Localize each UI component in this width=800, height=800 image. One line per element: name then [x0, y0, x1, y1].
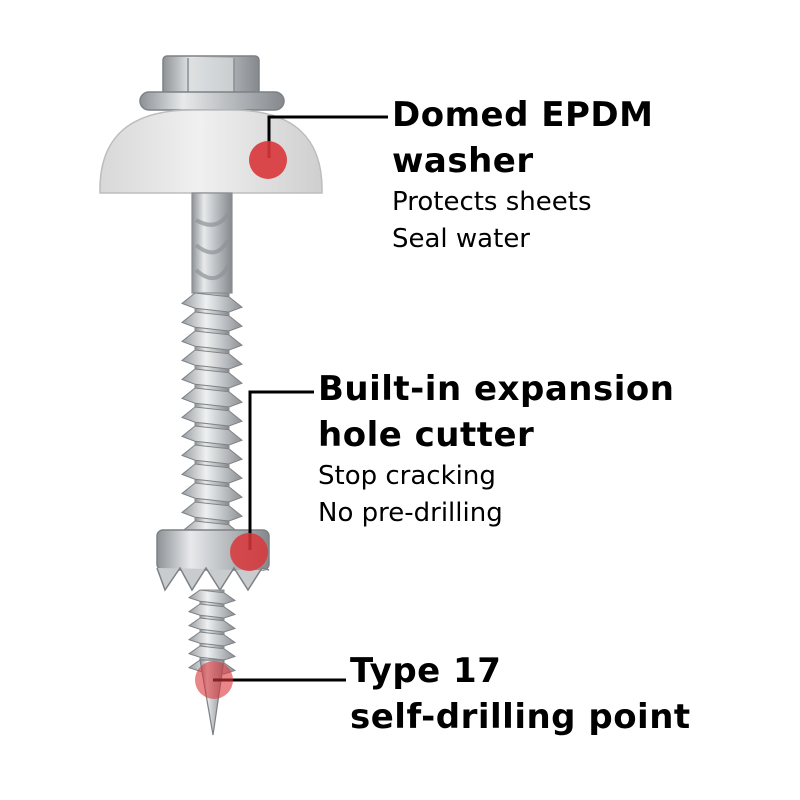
washer-sub-line1: Protects sheets [392, 187, 592, 217]
washer-title-line2: washer [392, 141, 534, 181]
washer-sub-line2: Seal water [392, 224, 530, 254]
screw-threads [180, 292, 244, 541]
cutter-sub-line1: Stop cracking [318, 461, 496, 491]
cutter-callout: Built-in expansion hole cutter Stop crac… [318, 366, 674, 532]
markers [195, 141, 287, 699]
cutter-sub-line2: No pre-drilling [318, 498, 503, 528]
point-callout: Type 17 self-drilling point [350, 648, 691, 740]
point-title-line2: self-drilling point [350, 697, 691, 737]
point-title-line1: Type 17 [350, 651, 502, 691]
cutter-title-line2: hole cutter [318, 415, 535, 455]
washer-title-line1: Domed EPDM [392, 95, 654, 135]
domed-washer [99, 109, 323, 194]
hex-head [139, 55, 285, 111]
marker-washer [249, 141, 287, 179]
marker-cutter [230, 533, 268, 571]
cutter-title-line1: Built-in expansion [318, 369, 675, 409]
washer-callout: Domed EPDM washer Protects sheets Seal w… [392, 92, 653, 258]
marker-point [195, 661, 233, 699]
